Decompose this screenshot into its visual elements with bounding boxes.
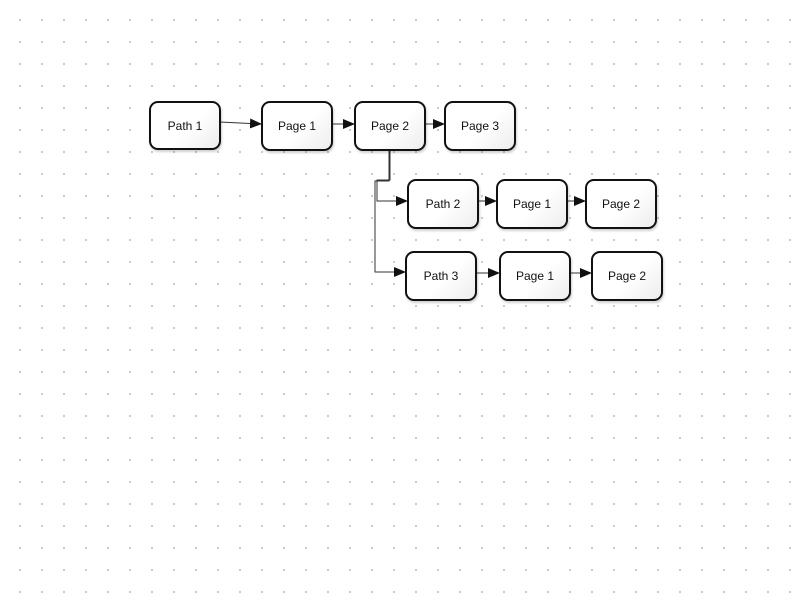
page-node-path1-page2[interactable]: Page 2 [354, 101, 426, 151]
connector-page2-to-path3 [374, 150, 406, 277]
page-node-path1-page1[interactable]: Page 1 [261, 101, 333, 151]
node-label: Page 2 [370, 119, 410, 133]
node-label: Path 3 [423, 269, 459, 283]
page-node-path2-page2[interactable]: Page 2 [585, 179, 657, 229]
path-node-path2[interactable]: Path 2 [407, 179, 479, 229]
node-label: Path 2 [425, 197, 461, 211]
page-node-path3-page1[interactable]: Page 1 [499, 251, 571, 301]
connector-path1-to-page1 [219, 118, 262, 129]
path-node-path3[interactable]: Path 3 [405, 251, 477, 301]
node-label: Page 2 [607, 269, 647, 283]
node-label: Page 3 [460, 119, 500, 133]
page-node-path1-page3[interactable]: Page 3 [444, 101, 516, 151]
connector-page2-to-path2 [376, 150, 408, 206]
node-label: Page 2 [601, 197, 641, 211]
node-label: Page 1 [512, 197, 552, 211]
node-label: Path 1 [167, 118, 203, 133]
path-node-path1[interactable]: Path 1 [149, 101, 221, 150]
page-node-path3-page2[interactable]: Page 2 [591, 251, 663, 301]
node-label: Page 1 [277, 119, 317, 133]
page-node-path2-page1[interactable]: Page 1 [496, 179, 568, 229]
node-label: Page 1 [515, 269, 555, 283]
